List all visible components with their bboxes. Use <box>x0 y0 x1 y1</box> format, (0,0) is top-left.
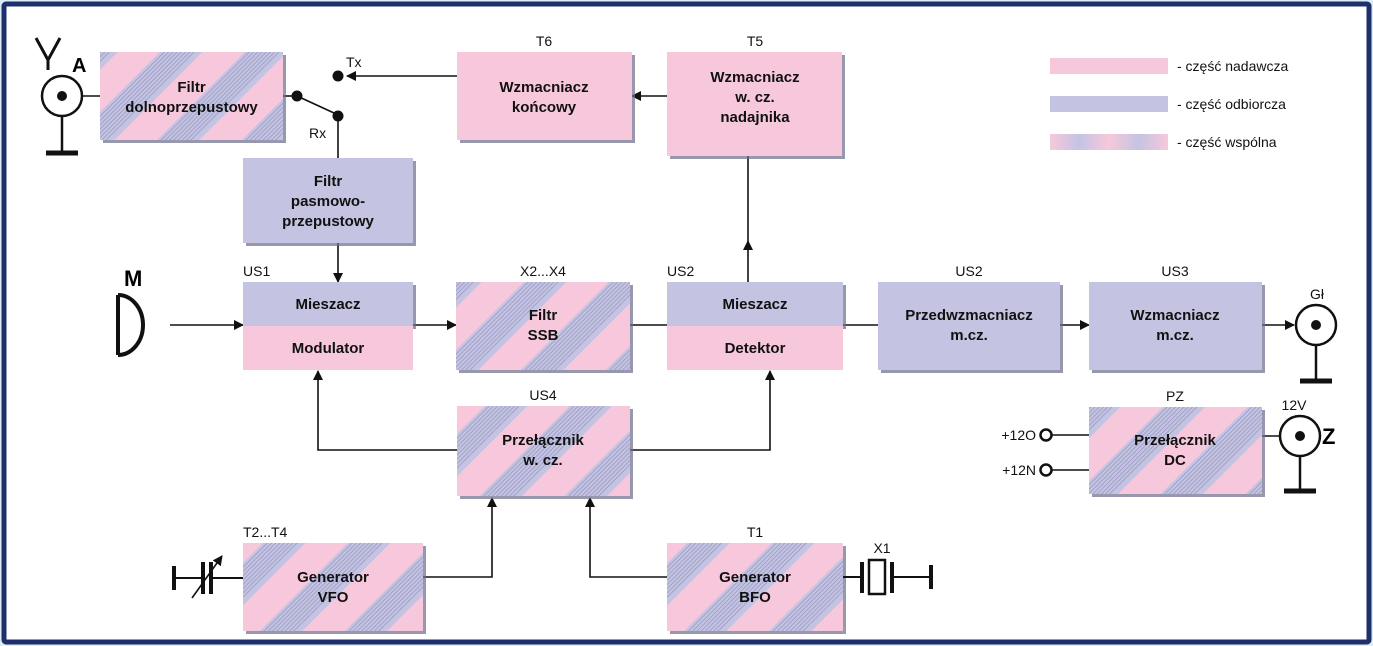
legend: - część nadawcza - część odbiorcza - czę… <box>1050 58 1288 150</box>
preamplifier-line-2: m.cz. <box>950 327 988 344</box>
tx-amplifier-line-3: nadajnika <box>720 109 790 126</box>
legend-swatch-receive <box>1050 96 1168 112</box>
crystal-label: X1 <box>873 540 890 556</box>
bandpass-filter-line-1: Filtr <box>314 173 342 190</box>
vfo-generator-line-2: VFO <box>318 589 349 606</box>
rx-label: Rx <box>309 125 326 141</box>
mixer-modulator-tag: US1 <box>243 263 270 279</box>
tx-amplifier-tag: T5 <box>747 33 764 49</box>
modulator-label: Modulator <box>292 340 365 357</box>
signal-wires <box>82 71 1295 578</box>
ssb-filter-line-1: Filtr <box>529 307 557 324</box>
mixer-detector-tag: US2 <box>667 263 694 279</box>
power-amplifier-line-2: końcowy <box>512 99 577 116</box>
speaker-connector-icon <box>1294 303 1338 384</box>
vfo-generator-block: T2...T4 Generator VFO <box>243 524 423 631</box>
dc-switch-block: PZ Przełącznik DC <box>1089 388 1262 494</box>
bfo-generator-tag: T1 <box>747 524 764 540</box>
mixer-detector-block: US2 Mieszacz Detektor <box>667 263 843 370</box>
tx-amplifier-line-2: w. cz. <box>734 89 774 106</box>
af-amplifier-line-1: Wzmacniacz <box>1130 307 1219 324</box>
rf-switch-line-2: w. cz. <box>522 452 562 469</box>
mixer2-label: Mieszacz <box>722 296 787 313</box>
bfo-generator-line-1: Generator <box>719 569 791 586</box>
mixer-modulator-block: US1 Mieszacz Modulator <box>243 263 413 370</box>
legend-send-label: - część nadawcza <box>1177 58 1288 74</box>
ssb-filter-block: X2...X4 Filtr SSB <box>456 263 630 370</box>
microphone-icon <box>116 293 145 357</box>
legend-receive-label: - część odbiorcza <box>1177 96 1286 112</box>
bfo-generator-line-2: BFO <box>739 589 771 606</box>
speaker-label: Gł <box>1310 286 1325 302</box>
tx-amplifier-line-1: Wzmacniacz <box>710 69 799 86</box>
lowpass-filter-block: Filtr dolnoprzepustowy <box>100 52 283 140</box>
vfo-generator-line-1: Generator <box>297 569 369 586</box>
tx-rx-switch-icon <box>291 70 344 122</box>
bandpass-filter-line-2: pasmowo- <box>291 193 365 210</box>
dc-switch-line-1: Przełącznik <box>1134 432 1216 449</box>
power-amplifier-tag: T6 <box>536 33 553 49</box>
power-label: Z <box>1322 424 1335 449</box>
legend-swatch-common <box>1050 134 1168 150</box>
dc-switch-tag: PZ <box>1166 388 1184 404</box>
tx-amplifier-block: T5 Wzmacniacz w. cz. nadajnika <box>667 33 842 156</box>
terminal-icons <box>1039 428 1053 477</box>
crystal-icon <box>843 558 933 596</box>
detector-label: Detektor <box>725 340 786 357</box>
bandpass-filter-line-3: przepustowy <box>282 213 374 230</box>
preamplifier-block: US2 Przedwzmacniacz m.cz. <box>878 263 1060 370</box>
antenna-connector-icon <box>34 37 84 156</box>
rf-switch-line-1: Przełącznik <box>502 432 584 449</box>
plus12n-label: +12N <box>1002 462 1036 478</box>
legend-common-label: - część wspólna <box>1177 134 1277 150</box>
plus12o-label: +12O <box>1001 427 1036 443</box>
antenna-label: A <box>72 55 86 77</box>
preamplifier-line-1: Przedwzmacniacz <box>905 307 1033 324</box>
tx-label: Tx <box>346 54 362 70</box>
rf-switch-tag: US4 <box>529 387 556 403</box>
blocks: Filtr dolnoprzepustowy Filtr pasmowo- pr… <box>100 33 1262 631</box>
legend-swatch-send <box>1050 58 1168 74</box>
power-connector-icon <box>1278 414 1322 494</box>
power-amplifier-line-1: Wzmacniacz <box>499 79 588 96</box>
lowpass-filter-line-1: Filtr <box>177 79 205 96</box>
bandpass-filter-block: Filtr pasmowo- przepustowy <box>243 158 413 243</box>
ssb-filter-line-2: SSB <box>528 327 559 344</box>
ssb-filter-tag: X2...X4 <box>520 263 566 279</box>
microphone-label: M <box>124 266 142 291</box>
af-amplifier-block: US3 Wzmacniacz m.cz. <box>1089 263 1262 370</box>
v12-label: 12V <box>1282 397 1308 413</box>
af-amplifier-tag: US3 <box>1161 263 1188 279</box>
af-amplifier-line-2: m.cz. <box>1156 327 1194 344</box>
dc-switch-line-2: DC <box>1164 452 1186 469</box>
rf-switch-block: US4 Przełącznik w. cz. <box>457 387 630 496</box>
vfo-generator-tag: T2...T4 <box>243 524 288 540</box>
bfo-generator-block: T1 Generator BFO <box>667 524 843 631</box>
variable-capacitor-icon <box>172 555 243 599</box>
lowpass-filter-line-2: dolnoprzepustowy <box>125 99 258 116</box>
preamplifier-tag: US2 <box>955 263 982 279</box>
mixer-label: Mieszacz <box>295 296 360 313</box>
power-amplifier-block: T6 Wzmacniacz końcowy <box>457 33 632 140</box>
